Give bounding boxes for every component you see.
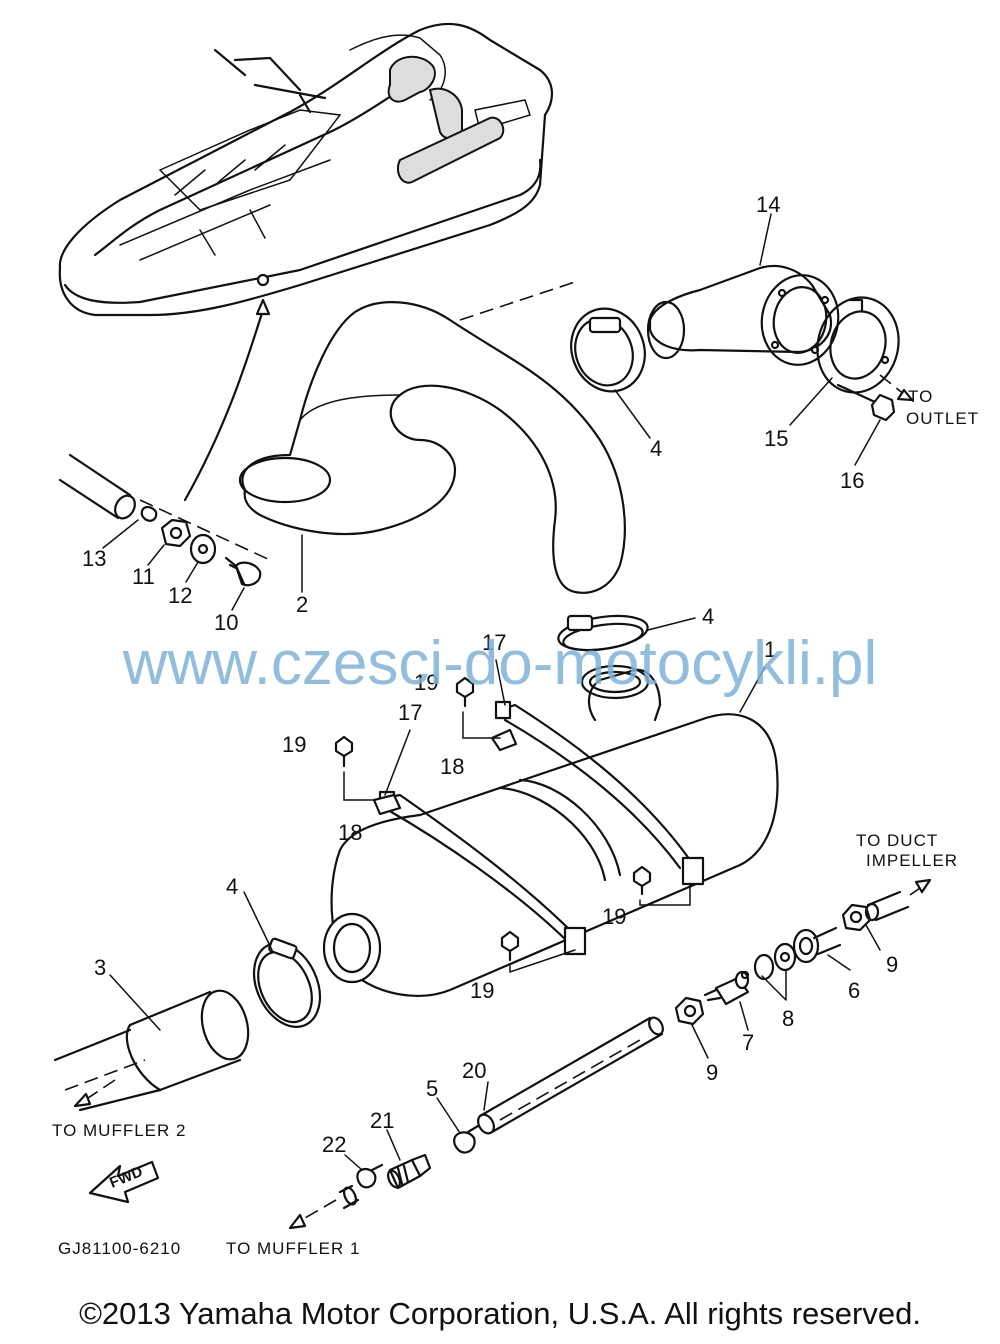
- fitting-line-left: [139, 499, 271, 561]
- drawing-code: GJ81100-6210: [58, 1239, 181, 1258]
- clip-part-13: [140, 506, 158, 522]
- outlet-direction-line: [879, 374, 906, 396]
- ref-2: 2: [296, 592, 308, 617]
- outlet-arrowhead: [896, 388, 914, 402]
- fitting-part-6: [792, 926, 842, 964]
- duct-hose-end: [864, 902, 880, 922]
- direction-annotations: TO OUTLET TO DUCT IMPELLER TO MUFFLER 2 …: [52, 387, 979, 1258]
- ref-17-right: 17: [482, 630, 506, 655]
- ref-22: 22: [322, 1132, 346, 1157]
- ref-7: 7: [742, 1030, 754, 1055]
- muffler-part-1: [322, 664, 779, 997]
- fwd-arrow-icon: FWD: [88, 1160, 160, 1204]
- to-duct-label-line1: TO DUCT: [856, 831, 938, 850]
- ref-3: 3: [94, 955, 106, 980]
- reference-numbers: 14 4 15 16 13 11 12 10 2 4 1 17 19 17 19…: [82, 192, 898, 1157]
- ref-17-left: 17: [398, 700, 422, 725]
- to-muffler-2-label: TO MUFFLER 2: [52, 1121, 186, 1140]
- ref-19-b: 19: [282, 732, 306, 757]
- nut-part-9-upper: [841, 903, 872, 932]
- ref-12: 12: [168, 583, 192, 608]
- hose-clamp-part-4-upper: [570, 307, 646, 393]
- to-muffler-1-label: TO MUFFLER 1: [226, 1239, 360, 1258]
- ref-14: 14: [756, 192, 780, 217]
- to-duct-label-line2: IMPELLER: [866, 851, 958, 870]
- ref-18-right: 18: [440, 754, 464, 779]
- bolt-part-16: [836, 383, 896, 422]
- ref-13: 13: [82, 546, 106, 571]
- ref-4-upper: 4: [650, 436, 662, 461]
- ref-11: 11: [132, 564, 155, 589]
- leader-lines: [102, 213, 881, 1171]
- gasket-part-15: [816, 296, 900, 394]
- ref-1: 1: [764, 637, 776, 662]
- duct-hose-stub: [866, 890, 910, 922]
- to-muffler-2-line: [84, 1079, 116, 1101]
- to-outlet-label-line2: OUTLET: [906, 409, 979, 428]
- nut-part-9-lower: [674, 996, 705, 1026]
- to-duct-line: [909, 887, 921, 896]
- watercraft-illustration: [58, 22, 553, 317]
- ref-10: 10: [214, 610, 238, 635]
- to-muffler-2-arrowhead: [73, 1092, 92, 1108]
- ref-4-middle: 4: [702, 604, 714, 629]
- ref-20: 20: [462, 1058, 486, 1083]
- bolt-part-19-a: [455, 676, 501, 739]
- to-muffler-1-hose-end: [342, 1186, 358, 1206]
- ref-21: 21: [370, 1108, 394, 1133]
- hose-part-20: [477, 1016, 664, 1135]
- strap-part-17-right: [494, 700, 705, 886]
- ref-19-c: 19: [602, 904, 626, 929]
- joint-hose-part-3: [53, 989, 250, 1112]
- washer-part-8: [753, 942, 797, 981]
- clip-part-5: [453, 1124, 480, 1154]
- clip-part-22: [356, 1163, 384, 1189]
- washer-part-12: [189, 533, 217, 565]
- nut-part-11: [160, 518, 192, 548]
- to-muffler-1-arrowhead: [288, 1213, 307, 1230]
- bracket-part-18-right: [490, 728, 518, 752]
- to-outlet-label-line1: TO: [908, 387, 933, 406]
- hose-leader-line: [183, 308, 265, 502]
- ref-15: 15: [764, 426, 788, 451]
- ref-8: 8: [782, 1006, 794, 1031]
- exhaust-pipe-part-2: [238, 301, 626, 594]
- ref-5: 5: [426, 1076, 438, 1101]
- ref-18-left: 18: [338, 820, 362, 845]
- to-duct-arrowhead: [914, 878, 932, 894]
- copyright-notice: ©2013 Yamaha Motor Corporation, U.S.A. A…: [79, 1296, 921, 1331]
- leader-arrowhead: [255, 298, 271, 316]
- ref-9-lower: 9: [706, 1060, 718, 1085]
- fitting-part-10: [224, 556, 262, 587]
- ref-16: 16: [840, 468, 864, 493]
- to-muffler-1-line: [297, 1199, 337, 1223]
- fitting-part-7: [703, 970, 750, 1006]
- ref-19-d: 19: [470, 978, 494, 1003]
- ref-4-lower: 4: [226, 874, 238, 899]
- hose-clamp-part-4-middle: [557, 614, 649, 652]
- joint-part-21: [386, 1153, 432, 1190]
- bolt-part-19-d: [500, 930, 576, 974]
- bracket-part-18-left: [372, 793, 402, 816]
- bolt-part-19-b: [334, 735, 376, 801]
- outlet-elbow-part-14: [646, 264, 840, 366]
- ref-6: 6: [848, 978, 860, 1003]
- hose-stub-left: [58, 453, 136, 520]
- bolt-part-19-c: [632, 865, 691, 906]
- ref-19-a: 19: [414, 670, 438, 695]
- pipe-centerline: [459, 281, 576, 321]
- hose-clamp-part-4-lower: [252, 937, 322, 1028]
- ref-9-upper: 9: [886, 952, 898, 977]
